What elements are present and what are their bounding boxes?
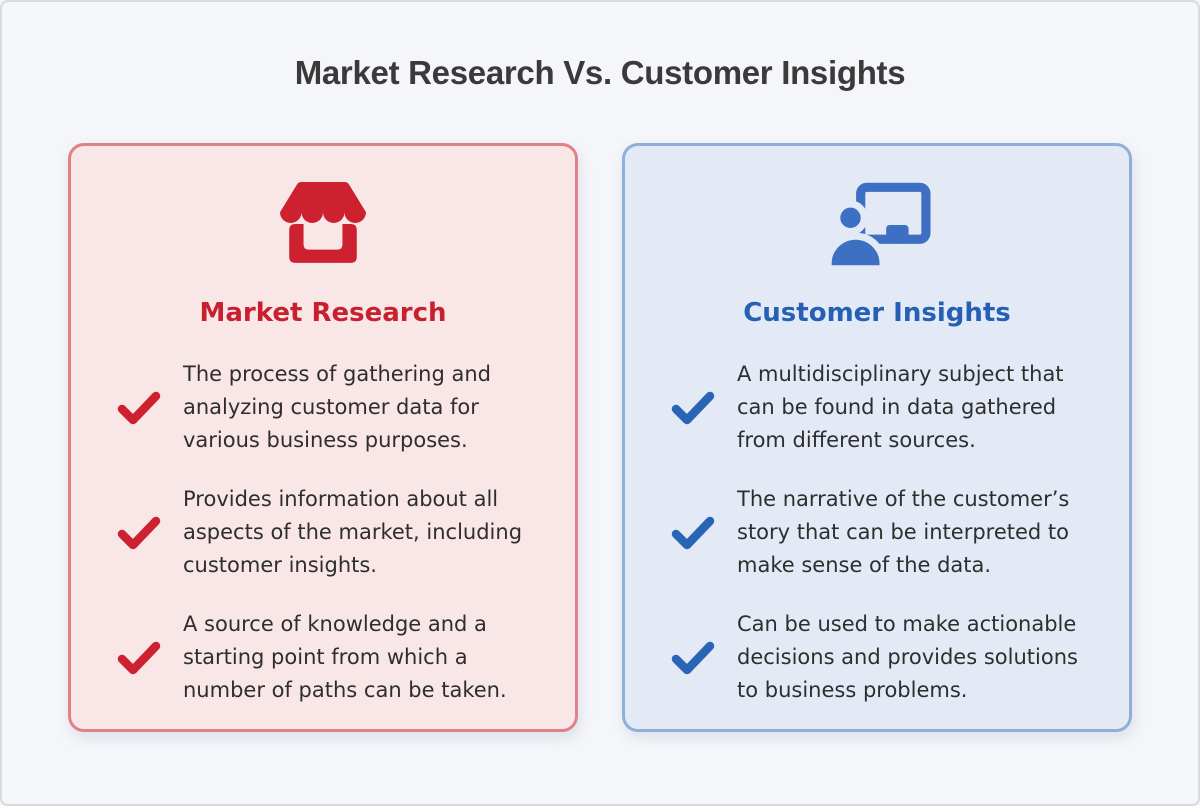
blue-checkmark-icon: [671, 640, 715, 676]
infographic-root: Market Research Vs. Customer Insights Ma…: [2, 2, 1198, 732]
red-checkmark-icon: [117, 390, 161, 426]
customer-insights-title: Customer Insights: [743, 298, 1011, 328]
list-item: A multidisciplinary subject that can be …: [671, 358, 1101, 457]
blue-checkmark-icon: [671, 515, 715, 551]
card-customer-insights: Customer Insights A multidisciplinary su…: [622, 143, 1132, 732]
bullet-text: Can be used to make actionable decisions…: [737, 612, 1078, 702]
bullet-text: The narrative of the customer’s story th…: [737, 487, 1070, 577]
list-item: Can be used to make actionable decisions…: [671, 608, 1101, 707]
bullet-text: A multidisciplinary subject that can be …: [737, 362, 1064, 452]
card-market-research: Market Research The process of gathering…: [68, 143, 578, 732]
customer-insights-bullet-list: A multidisciplinary subject that can be …: [625, 358, 1129, 707]
storefront-icon: [280, 182, 366, 268]
bullet-text: Provides information about all aspects o…: [183, 487, 523, 577]
bullet-text: A source of knowledge and a starting poi…: [183, 612, 507, 702]
list-item: The process of gathering and analyzing c…: [117, 358, 547, 457]
blue-checkmark-icon: [671, 390, 715, 426]
page-title: Market Research Vs. Customer Insights: [294, 54, 906, 91]
bullet-text: The process of gathering and analyzing c…: [183, 362, 491, 452]
list-item: A source of knowledge and a starting poi…: [117, 608, 547, 707]
red-checkmark-icon: [117, 640, 161, 676]
customer-insights-icon-wrap: [625, 182, 1129, 274]
market-research-title: Market Research: [199, 298, 447, 328]
market-research-bullet-list: The process of gathering and analyzing c…: [71, 358, 575, 707]
cards-container: Market Research The process of gathering…: [2, 143, 1198, 732]
list-item: Provides information about all aspects o…: [117, 483, 547, 582]
list-item: The narrative of the customer’s story th…: [671, 483, 1101, 582]
market-research-icon-wrap: [71, 182, 575, 274]
presenter-board-icon: [824, 182, 931, 274]
red-checkmark-icon: [117, 515, 161, 551]
